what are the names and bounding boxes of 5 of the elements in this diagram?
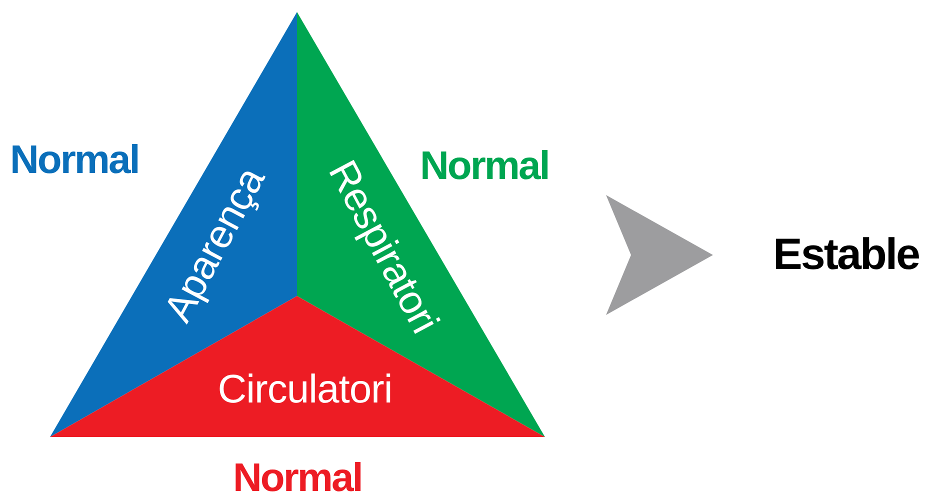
status-label: Normal [233,458,362,495]
chevron-arrow [606,195,713,315]
status-label: Normal [10,140,139,180]
result-label: Estable [773,233,920,277]
segment-label: Circulatori [218,368,392,412]
